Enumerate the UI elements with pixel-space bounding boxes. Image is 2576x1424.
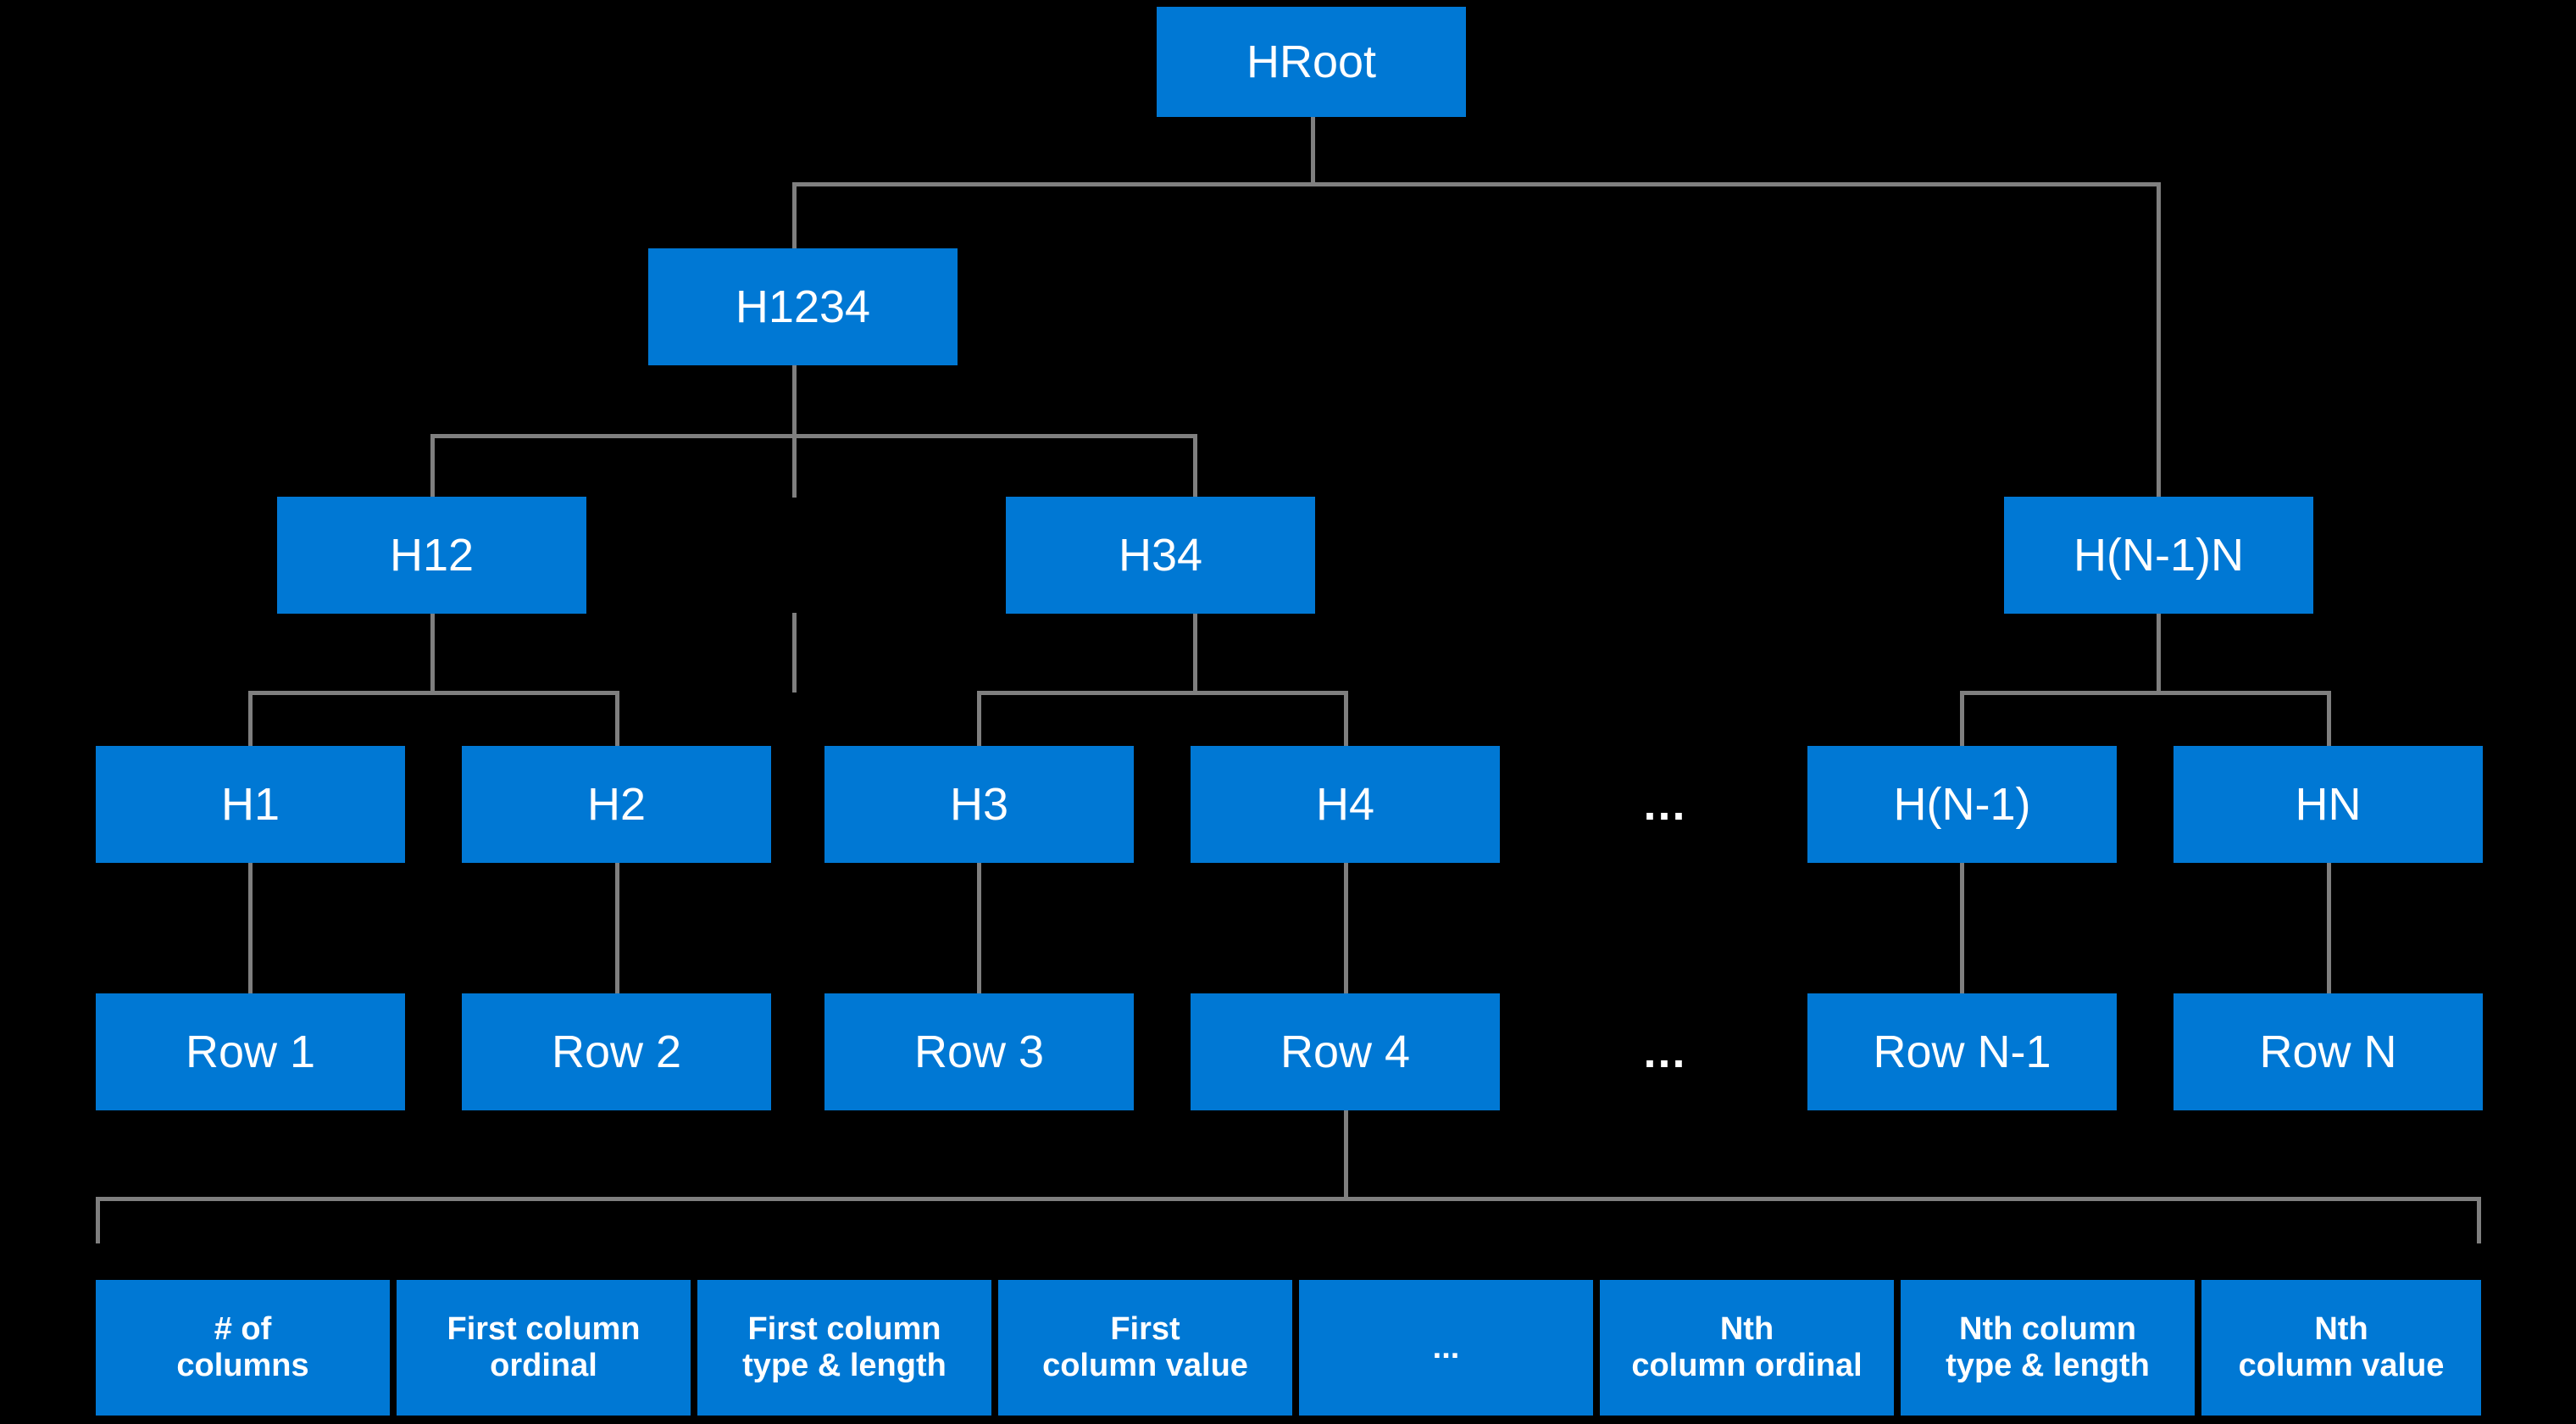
ellipsis-header-row: ... [1643, 779, 1687, 830]
edge-bus-to-hn [2327, 691, 2331, 748]
edge-h2-to-row2 [615, 863, 619, 995]
node-row-4[interactable]: Row 4 [1191, 993, 1500, 1110]
edge-bus-to-h3 [977, 691, 981, 748]
node-h34[interactable]: H34 [1006, 497, 1315, 614]
node-row-n-1[interactable]: Row N-1 [1807, 993, 2117, 1110]
edge-hn-to-rown [2327, 863, 2331, 995]
edge-bus-to-h4 [1344, 691, 1348, 748]
edge-bracket-left-drop [96, 1197, 100, 1243]
edge-bracket-right-drop [2477, 1197, 2481, 1243]
edge-column-bracket [96, 1197, 2481, 1201]
column-box-label: ... [1432, 1329, 1460, 1366]
edge-h34-stem [1193, 613, 1197, 693]
edge-h1234-to-h12-h34 [430, 434, 1197, 438]
edge-hn1n-bus [1960, 691, 2331, 695]
edge-bus-to-h12 [430, 434, 435, 499]
column-box-ellipsis[interactable]: ... [1299, 1280, 1593, 1416]
edge-bus-to-hn1 [1960, 691, 1964, 748]
edge-h3-to-row3 [977, 863, 981, 995]
edge-root-stem [1311, 58, 1315, 185]
node-hn1n[interactable]: H(N-1)N [2004, 497, 2313, 614]
edge-h34-bus [977, 691, 1348, 695]
edge-h12-stem [430, 613, 435, 693]
node-h1[interactable]: H1 [96, 746, 405, 863]
node-h2[interactable]: H2 [462, 746, 771, 863]
node-h4[interactable]: H4 [1191, 746, 1500, 863]
node-row-2[interactable]: Row 2 [462, 993, 771, 1110]
node-row-n[interactable]: Row N [2174, 993, 2483, 1110]
node-row-3[interactable]: Row 3 [824, 993, 1134, 1110]
edge-h12-bus [248, 691, 619, 695]
edge-hn1n-stem [2157, 613, 2161, 693]
node-hn1[interactable]: H(N-1) [1807, 746, 2117, 863]
node-row-1[interactable]: Row 1 [96, 993, 405, 1110]
edge-row4-stem [1344, 1110, 1348, 1199]
node-h1234[interactable]: H1234 [648, 248, 958, 365]
edge-root-to-hn1n [2157, 182, 2161, 498]
edge-bus-to-h1 [248, 691, 253, 748]
edge-h4-to-row4 [1344, 863, 1348, 995]
ellipsis-rows: ... [1643, 1026, 1687, 1077]
edge-bus-to-h2 [615, 691, 619, 748]
node-h3[interactable]: H3 [824, 746, 1134, 863]
edge-h1-to-row1 [248, 863, 253, 995]
edge-bus-to-h34 [1193, 434, 1197, 499]
node-hroot[interactable]: HRoot [1157, 7, 1466, 117]
edge-hn1-to-rown1 [1960, 863, 1964, 995]
node-hn[interactable]: HN [2174, 746, 2483, 863]
edge-h1234-stem [792, 613, 797, 693]
edge-root-bus [792, 182, 2161, 186]
node-h12[interactable]: H12 [277, 497, 586, 614]
